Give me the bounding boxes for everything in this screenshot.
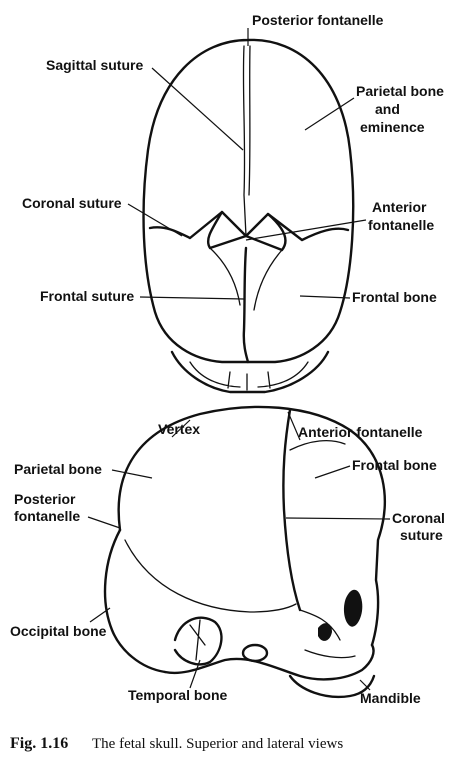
caption-text: The fetal skull. Superior and lateral vi…: [92, 736, 343, 752]
label-parietal-bone-side: Parietal bone: [14, 461, 102, 477]
sagittal-suture-line-2: [249, 46, 250, 195]
label-anterior-fontanelle-side: Anterior fontanelle: [298, 424, 423, 440]
label-frontal-suture: Frontal suture: [40, 288, 134, 304]
leader-sagittal-suture: [152, 68, 243, 150]
leader-frontal-bone-side: [315, 466, 350, 478]
label-fontanelle-side: fontanelle: [14, 508, 80, 524]
lateral-frontal-suture-detail: [290, 441, 345, 450]
label-sagittal-suture: Sagittal suture: [46, 57, 143, 73]
label-frontal-bone-top: Frontal bone: [352, 289, 437, 305]
lateral-parietal-lower-edge: [125, 540, 296, 612]
coronal-suture-line: [150, 212, 348, 240]
leader-frontal-suture: [140, 297, 244, 299]
caption-figure-number: Fig. 1.16: [10, 735, 68, 752]
superior-view: Posterior fontanelle Sagittal suture Par…: [22, 12, 444, 392]
label-coronal-suture-top: Coronal suture: [22, 195, 122, 211]
frontal-bone-right-edge: [254, 250, 282, 310]
leader-frontal-bone-top: [300, 296, 350, 298]
superior-facial-region: [172, 352, 328, 392]
leader-posterior-fontanelle-side: [88, 517, 120, 528]
label-vertex: Vertex: [158, 421, 200, 437]
label-parietal-eminence: eminence: [360, 119, 425, 135]
lateral-temporal-detail: [190, 620, 205, 660]
lateral-base-outline: [165, 645, 374, 679]
label-suture-side: suture: [400, 527, 443, 543]
lateral-coronal-suture-line: [283, 410, 300, 610]
label-temporal-bone: Temporal bone: [128, 687, 228, 703]
sagittal-suture-line: [243, 46, 246, 236]
label-coronal-side: Coronal: [392, 510, 445, 526]
label-posterior-fontanelle-top: Posterior fontanelle: [252, 12, 384, 28]
frontal-suture-line: [244, 248, 248, 362]
label-fontanelle-top: fontanelle: [368, 217, 434, 233]
lateral-view: Vertex Anterior fontanelle Parietal bone…: [10, 407, 445, 706]
label-anterior: Anterior: [372, 199, 427, 215]
label-parietal-bone-top: Parietal bone: [356, 83, 444, 99]
leader-coronal-suture-side: [286, 518, 390, 519]
label-mandible: Mandible: [360, 690, 421, 706]
frontal-bone-left-edge: [210, 248, 240, 305]
lateral-occipital-outline: [105, 530, 165, 672]
label-frontal-bone-side: Frontal bone: [352, 457, 437, 473]
leader-coronal-suture-top: [128, 204, 182, 236]
lateral-orbit: [344, 590, 362, 627]
lateral-ear-opening: [243, 645, 267, 661]
label-posterior: Posterior: [14, 491, 76, 507]
figure-caption: Fig. 1.16 The fetal skull. Superior and …: [10, 735, 343, 752]
leader-parietal-bone-side: [112, 470, 152, 478]
label-occipital-bone: Occipital bone: [10, 623, 107, 639]
label-parietal-and: and: [375, 101, 400, 117]
